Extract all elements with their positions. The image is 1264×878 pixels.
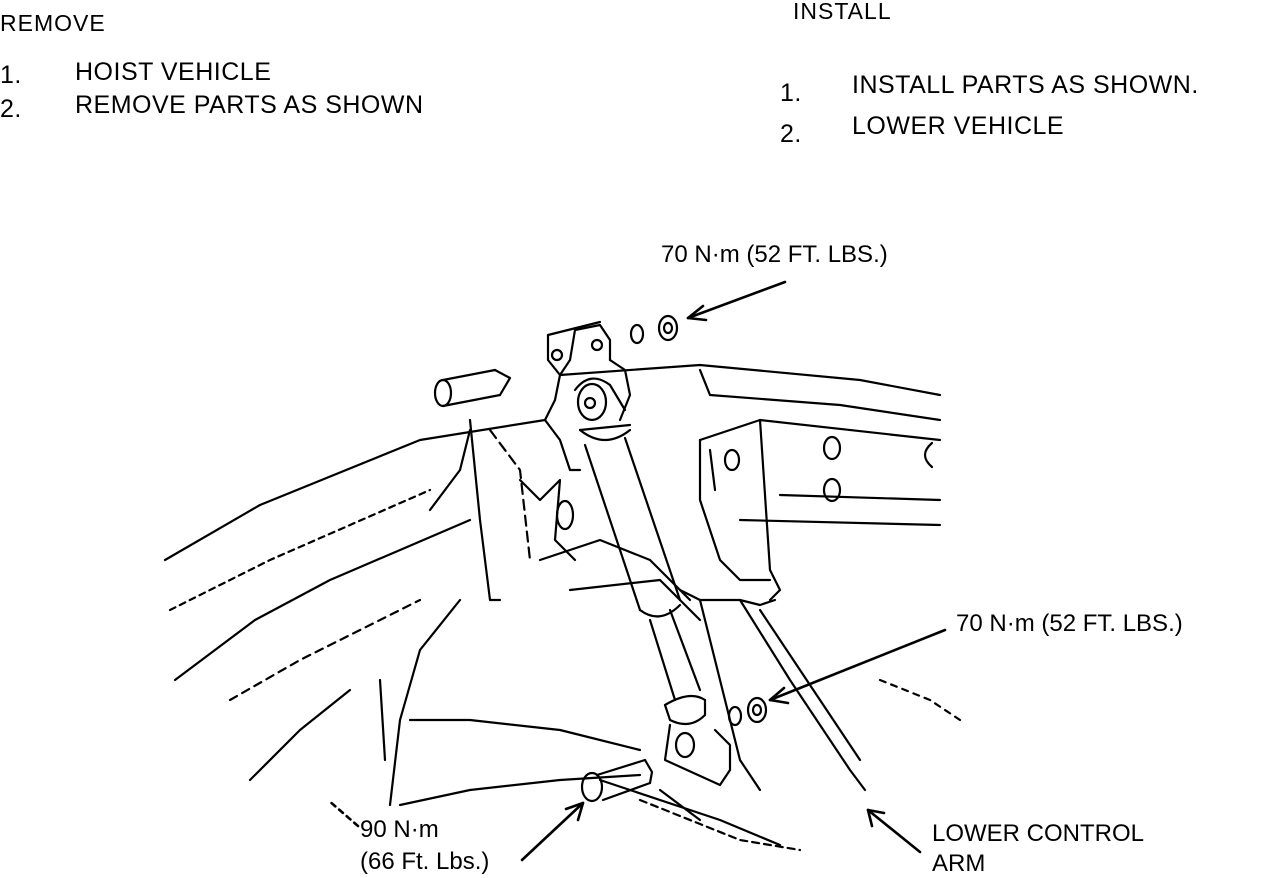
- upper-bolt: [433, 368, 512, 408]
- lower-bolt: [580, 758, 654, 803]
- upper-mount-bracket: [518, 320, 632, 562]
- lower-bolt-torque-imperial-label: (66 Ft. Lbs.): [360, 848, 490, 875]
- install-step-2-number: 2.: [780, 120, 802, 148]
- remove-step-2-text: REMOVE PARTS AS SHOWN: [75, 91, 424, 119]
- remove-step-1-text: HOIST VEHICLE: [75, 58, 272, 86]
- upper-washer-nut: [629, 314, 679, 345]
- remove-heading: REMOVE: [0, 10, 106, 36]
- lower-washer-nut: [727, 696, 768, 727]
- lower-bolt-torque-metric-label: 90 N·m: [360, 816, 439, 843]
- upper-nut-torque-label: 70 N·m (52 FT. LBS.): [661, 241, 888, 268]
- shock-absorber: [573, 377, 732, 787]
- install-heading: INSTALL: [793, 0, 892, 24]
- frame-holes: [822, 435, 934, 503]
- lower-nut-torque-label: 70 N·m (52 FT. LBS.): [956, 610, 1183, 637]
- lower-control-arm-label-line1: LOWER CONTROL: [932, 820, 1145, 847]
- lower-control-arm-label-line2: ARM: [932, 850, 986, 877]
- install-step-1-text: INSTALL PARTS AS SHOWN.: [852, 71, 1199, 99]
- frame-structure: [163, 363, 962, 852]
- callout-arrows: [326, 280, 947, 862]
- lower-control-arm: [678, 418, 867, 792]
- install-step-2-text: LOWER VEHICLE: [852, 112, 1065, 140]
- install-step-1-number: 1.: [780, 79, 802, 107]
- remove-step-2-number: 2.: [0, 95, 22, 123]
- remove-step-1-number: 1.: [0, 61, 22, 89]
